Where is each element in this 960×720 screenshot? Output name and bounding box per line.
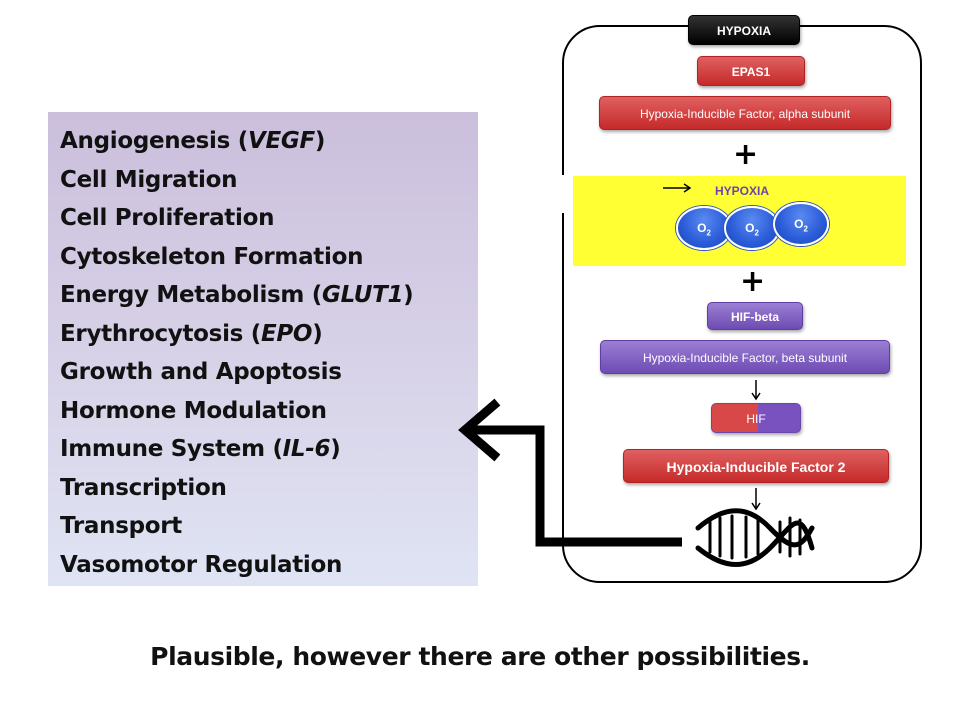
hif-alpha-pill: Hypoxia-Inducible Factor, alpha subunit (599, 96, 891, 130)
cell-membrane-gap (556, 175, 566, 213)
down-arrow-icon (751, 488, 761, 511)
dna-icon (695, 508, 815, 567)
function-item: Vasomotor Regulation (60, 551, 343, 578)
plus-sign-1: + (733, 137, 759, 172)
function-item: Angiogenesis (VEGF) (60, 128, 326, 154)
function-item: Erythrocytosis (EPO) (60, 320, 323, 347)
hif2-pill: Hypoxia-Inducible Factor 2 (623, 449, 889, 483)
function-item: Transcription (60, 474, 227, 501)
hypoxia-top-label: HYPOXIA (688, 15, 800, 45)
function-item: Energy Metabolism (GLUT1) (60, 282, 414, 308)
hif-beta-pill: HIF-beta (707, 302, 803, 330)
function-item: Immune System (IL-6) (60, 436, 341, 462)
epas1-pill: EPAS1 (697, 56, 805, 86)
function-item: Transport (60, 513, 182, 539)
elbow-arrow-icon (458, 398, 682, 547)
function-item: Hormone Modulation (60, 397, 327, 424)
plus-sign-2: + (740, 264, 766, 299)
function-item: Cytoskeleton Formation (60, 243, 364, 270)
band-hypoxia-label: HYPOXIA (715, 184, 770, 198)
oxygen-molecule-2: O2 (724, 206, 780, 250)
function-item: Cell Proliferation (60, 205, 275, 231)
oxygen-molecule-1: O2 (676, 206, 732, 250)
function-item: Growth and Apoptosis (60, 359, 342, 385)
down-arrow-icon (751, 380, 761, 401)
hif-beta-full-pill: Hypoxia-Inducible Factor, beta subunit (600, 340, 890, 374)
caption: Plausible, however there are other possi… (150, 642, 810, 671)
right-arrow-icon (663, 183, 692, 193)
function-item: Cell Migration (60, 166, 238, 193)
oxygen-molecule-3: O2 (773, 202, 829, 246)
hif-pill: HIF (711, 403, 801, 433)
